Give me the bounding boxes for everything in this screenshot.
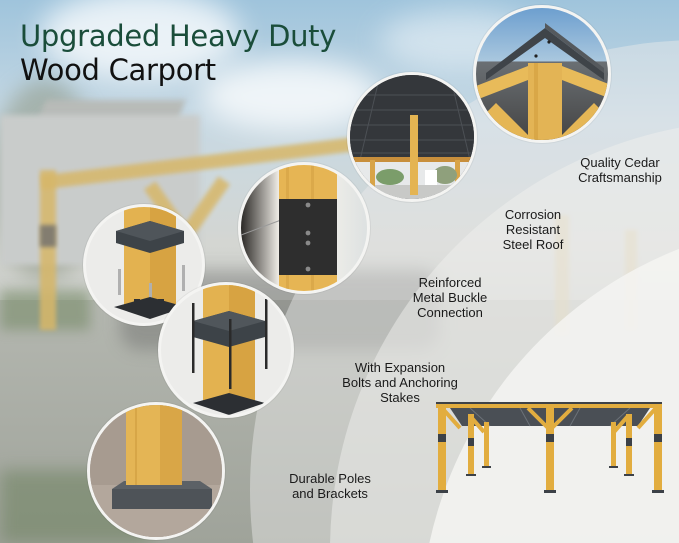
metal-buckle-icon	[241, 165, 337, 291]
carport-product-image	[430, 398, 670, 498]
expansion-bolt-icon	[114, 207, 186, 319]
feature-label-anchoring: With Expansion Bolts and Anchoring Stake…	[342, 360, 458, 405]
anchoring-stakes-image	[158, 282, 294, 418]
steel-roof-icon	[350, 75, 474, 199]
pole-bracket-icon	[90, 405, 222, 537]
corner-bracket-icon	[476, 23, 608, 140]
carport-icon	[436, 402, 664, 493]
headline: Upgraded Heavy Duty Wood Carport	[20, 20, 336, 87]
anchoring-stake-icon	[192, 285, 268, 415]
pole-bracket-image	[87, 402, 225, 540]
feature-label-buckle: Reinforced Metal Buckle Connection	[412, 275, 488, 320]
steel-roof-image	[347, 72, 477, 202]
headline-line-1: Upgraded Heavy Duty	[20, 19, 337, 53]
feature-label-cedar: Quality Cedar Craftsmanship	[578, 155, 662, 185]
cedar-corner-image	[473, 5, 611, 143]
metal-buckle-image	[238, 162, 370, 294]
feature-label-roof: Corrosion Resistant Steel Roof	[502, 207, 564, 252]
feature-label-poles: Durable Poles and Brackets	[289, 471, 371, 501]
headline-line-2: Wood Carport	[20, 53, 216, 88]
